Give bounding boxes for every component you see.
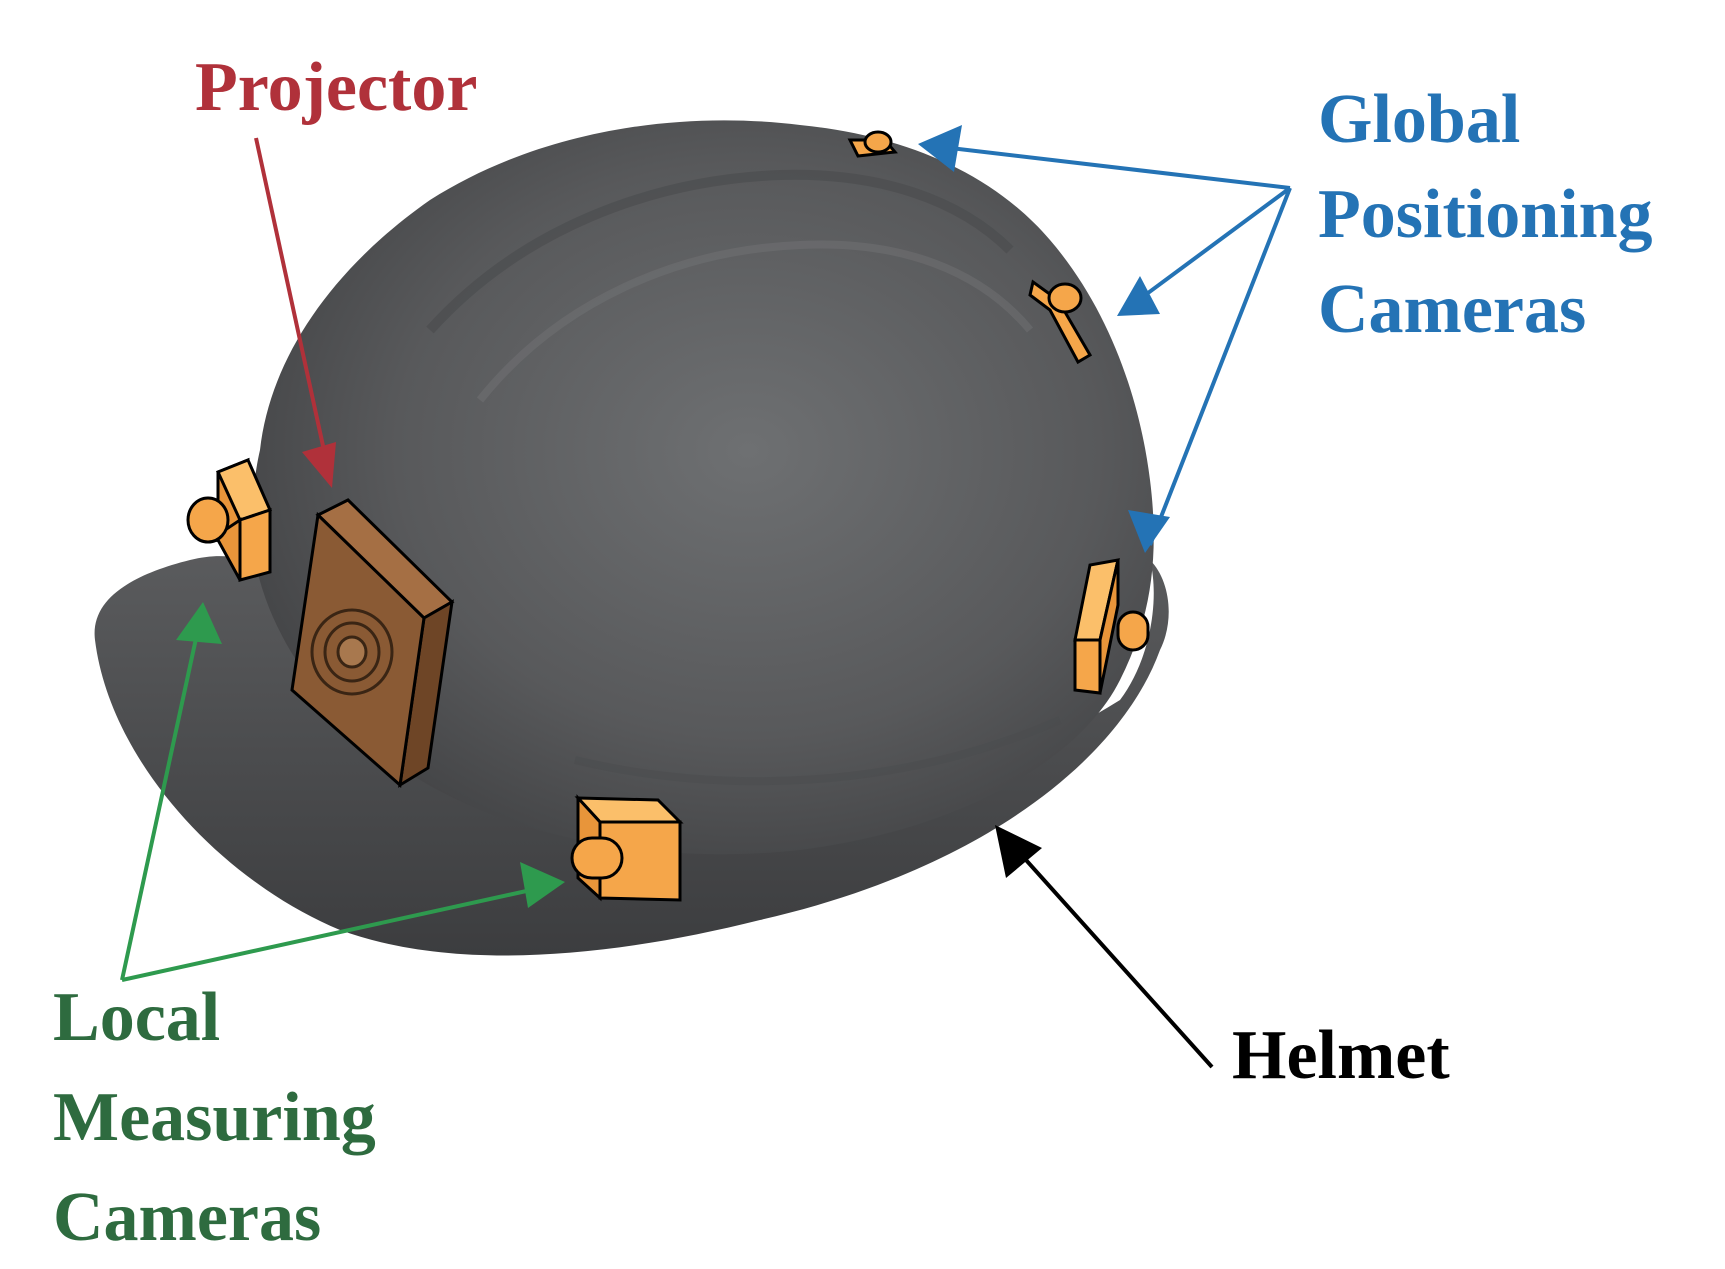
global-camera-right-upper: [1028, 279, 1093, 365]
global-camera-right-lower: [1073, 558, 1150, 695]
global-camera-top: [847, 130, 898, 158]
global-label-line3: Cameras: [1318, 271, 1586, 348]
local-camera-left: [186, 457, 273, 582]
local-label-line3: Cameras: [53, 1179, 321, 1256]
global-label-line1: Global: [1318, 81, 1520, 158]
helmet-brim: [94, 556, 1169, 956]
projector-device: [290, 498, 455, 788]
local-camera-bottom: [570, 794, 684, 902]
projector-label: Projector: [195, 49, 477, 126]
helmet-ridge: [476, 240, 1034, 403]
helmet-label: Helmet: [1232, 1017, 1450, 1094]
global-label-line2: Positioning: [1318, 176, 1653, 253]
helmet-ridge: [426, 169, 1014, 334]
helmet-ridge: [574, 716, 1062, 786]
local-label-line1: Local: [53, 979, 220, 1056]
global-arrows: [918, 125, 1292, 553]
helmet-arrow: [995, 825, 1214, 1069]
projector-arrow: [254, 137, 336, 488]
helmet-shell: [252, 120, 1154, 855]
local-arrows: [120, 602, 565, 982]
local-label-line2: Measuring: [53, 1079, 376, 1156]
